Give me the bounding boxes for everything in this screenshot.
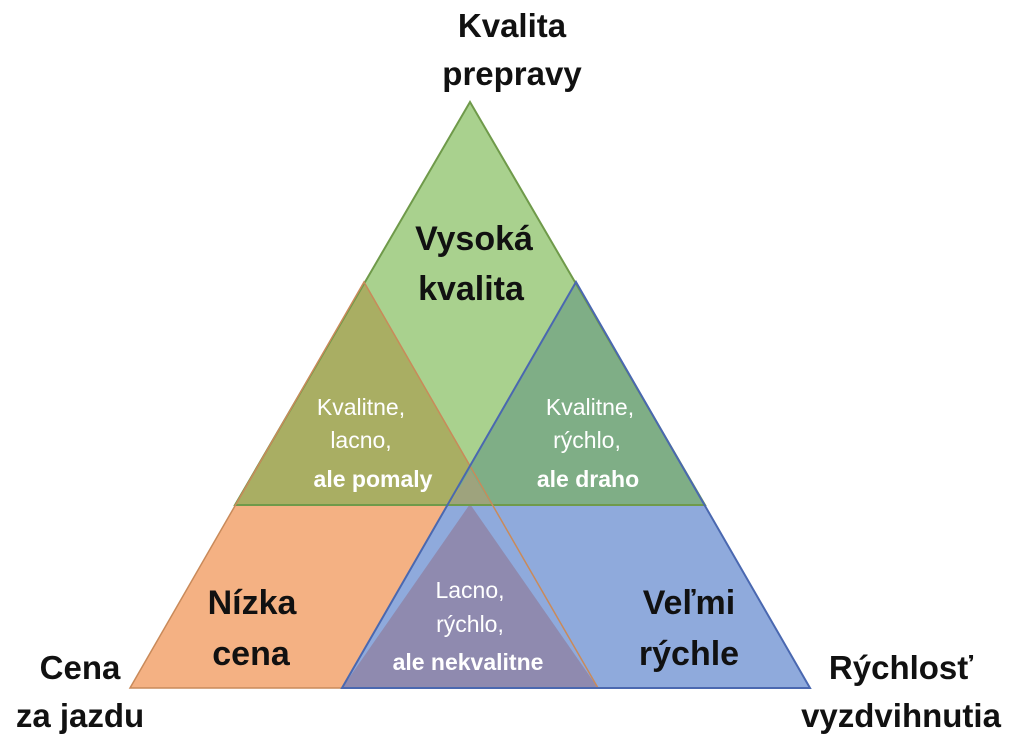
label-low-price-2: cena — [212, 635, 291, 673]
corner-right-line-2: vyzdvihnutia — [801, 697, 1001, 734]
corner-top-line-2: prepravy — [442, 55, 582, 92]
label-quality-cheap-1: Kvalitne, — [317, 394, 405, 420]
region-cheap-fast-poor — [342, 504, 598, 688]
label-quality-fast-2: rýchlo, — [553, 427, 621, 453]
label-low-price-1: Nízka — [208, 584, 298, 622]
label-cheap-fast-3: ale nekvalitne — [393, 649, 544, 675]
label-quality-fast-3: ale draho — [537, 466, 639, 492]
corner-label-ride-price: Cena za jazdu — [0, 644, 160, 740]
corner-right-line-1: Rýchlosť — [828, 649, 974, 686]
label-very-fast-2: rýchle — [639, 635, 739, 673]
region-quality-cheap-slow — [235, 282, 483, 505]
label-quality-cheap-3: ale pomaly — [314, 466, 433, 492]
label-high-quality-1: Vysoká — [415, 220, 533, 258]
label-cheap-fast-1: Lacno, — [435, 577, 504, 603]
label-high-quality-2: kvalita — [418, 270, 525, 308]
label-quality-cheap-2: lacno, — [330, 427, 391, 453]
label-cheap-fast-2: rýchlo, — [436, 611, 504, 637]
corner-label-transport-quality: Kvalita prepravy — [362, 2, 662, 98]
corner-left-line-2: za jazdu — [15, 697, 145, 734]
outline-very-fast — [340, 279, 812, 689]
corner-left-line-1: Cena — [39, 649, 121, 686]
region-center-overlap — [449, 470, 492, 506]
corner-top-line-1: Kvalita — [457, 7, 567, 44]
corner-label-pickup-speed: Rýchlosť vyzdvihnutia — [778, 644, 1024, 740]
label-very-fast-1: Veľmi — [643, 584, 736, 622]
region-quality-fast-expensive — [458, 282, 705, 505]
label-quality-fast-1: Kvalitne, — [546, 394, 634, 420]
